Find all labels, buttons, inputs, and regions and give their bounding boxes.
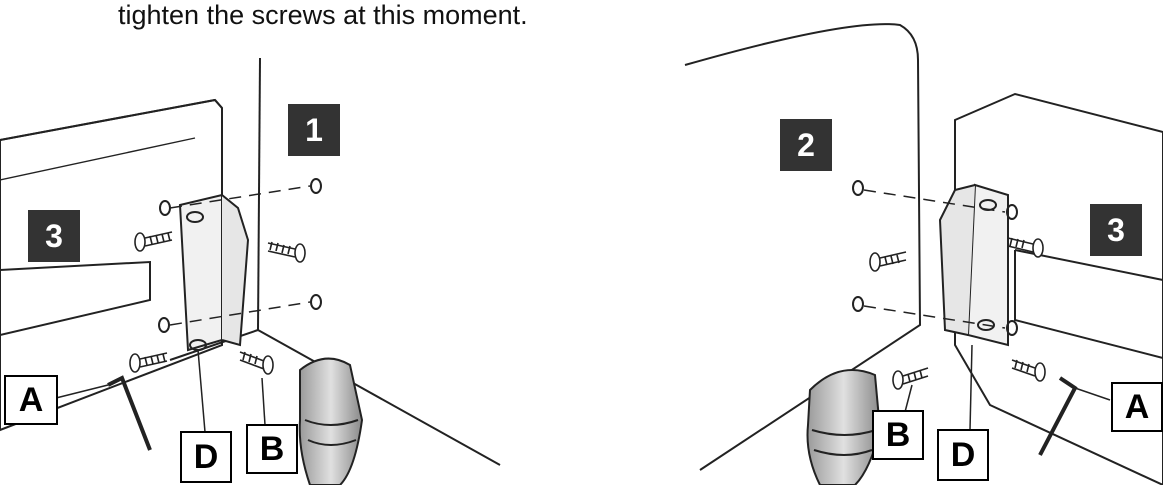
panel-label-1: 1 (288, 104, 340, 156)
panel-label-3-right: 3 (1090, 204, 1142, 256)
left-hex-key (108, 378, 150, 450)
callout-b-right: B (872, 410, 924, 460)
right-headboard (685, 24, 920, 470)
left-screw-4 (240, 352, 273, 374)
panel-label-3-left: 3 (28, 210, 80, 262)
left-diagram (0, 58, 500, 485)
left-screw-2 (268, 242, 305, 262)
callout-d-right: D (937, 429, 989, 481)
callout-b-left: B (246, 424, 298, 474)
callout-a-right: A (1111, 382, 1163, 432)
callout-a-left: A (4, 375, 58, 425)
right-leg (808, 370, 881, 485)
panel-label-2: 2 (780, 119, 832, 171)
right-screw-1 (870, 252, 906, 271)
right-screw-3 (893, 368, 928, 389)
callout-d-left: D (180, 431, 232, 483)
